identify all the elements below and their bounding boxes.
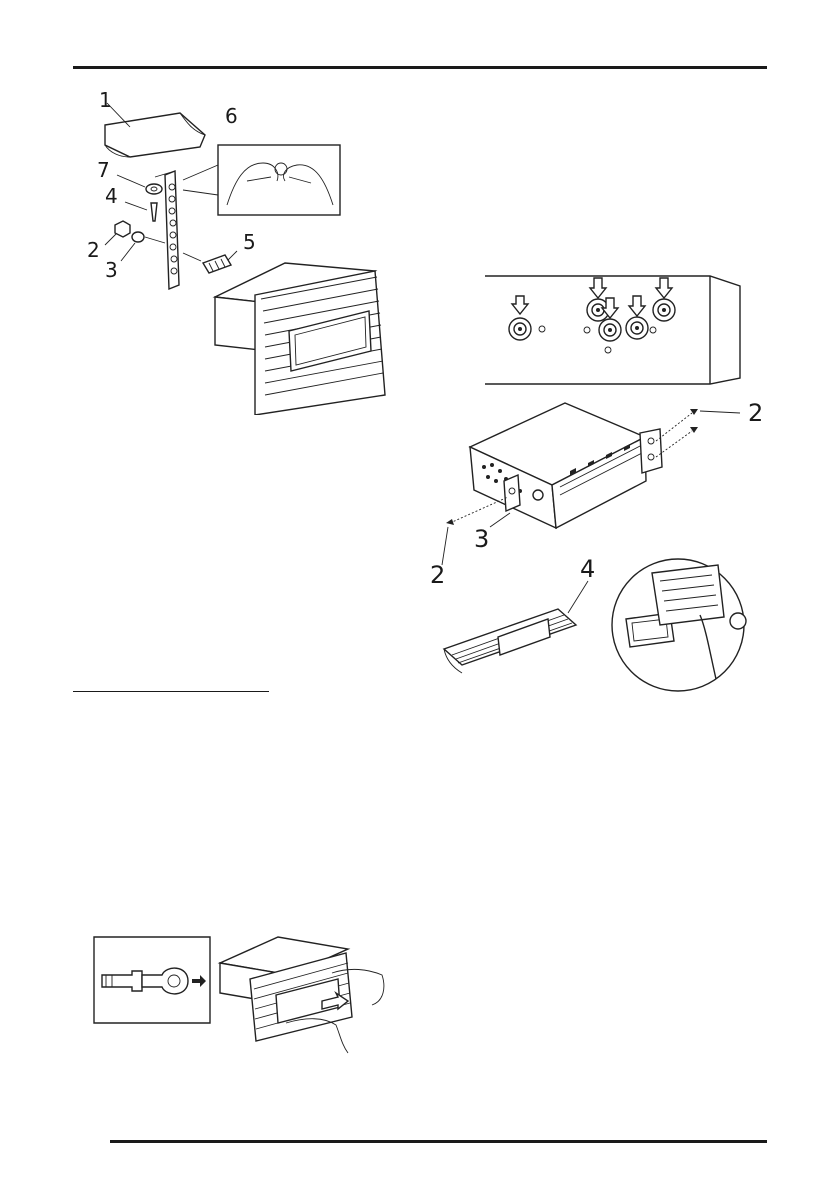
rca-jack-1	[509, 318, 545, 340]
rca-jack-4	[626, 317, 656, 339]
removal-keys-figure	[92, 935, 392, 1055]
arrow-down-icon	[590, 278, 606, 298]
rca-jack-3	[599, 319, 621, 353]
trim-detail-inset	[612, 559, 746, 691]
callout-screw-top: 2	[748, 399, 763, 427]
trim-frame-part	[444, 609, 576, 673]
arrow-down-icon	[629, 296, 645, 316]
callout-6: 6	[225, 104, 238, 128]
footer-rule	[110, 1140, 767, 1143]
arrow-right-icon	[192, 975, 206, 987]
callout-2: 2	[87, 238, 100, 262]
callout-7: 7	[97, 158, 110, 182]
callout-1: 1	[99, 88, 112, 112]
head-unit-body	[215, 263, 385, 415]
callout-bracket: 3	[474, 525, 489, 553]
arrow-down-icon	[656, 278, 672, 298]
callout-5: 5	[243, 230, 256, 254]
rear-panel-rca-figure	[485, 272, 745, 387]
header-rule	[73, 66, 767, 69]
section-rule	[73, 691, 269, 692]
sleeve-cover-part	[105, 113, 205, 157]
callout-4: 4	[105, 184, 118, 208]
bend-tab-inset	[183, 145, 340, 215]
callout-3: 3	[105, 258, 118, 282]
right-bracket	[640, 429, 662, 473]
trim-frame-figure: 4	[438, 555, 778, 695]
left-bracket	[504, 475, 520, 511]
rca-jack-5	[653, 299, 675, 321]
head-unit-removal	[220, 937, 352, 1041]
arrow-down-icon	[512, 296, 528, 314]
callout-trim-frame: 4	[580, 555, 595, 583]
rca-jack-2	[584, 299, 609, 333]
installation-exploded-figure: 1 6 7 4 2 3 5	[75, 85, 395, 415]
key-icon	[102, 968, 188, 994]
head-unit-chassis	[470, 403, 646, 528]
